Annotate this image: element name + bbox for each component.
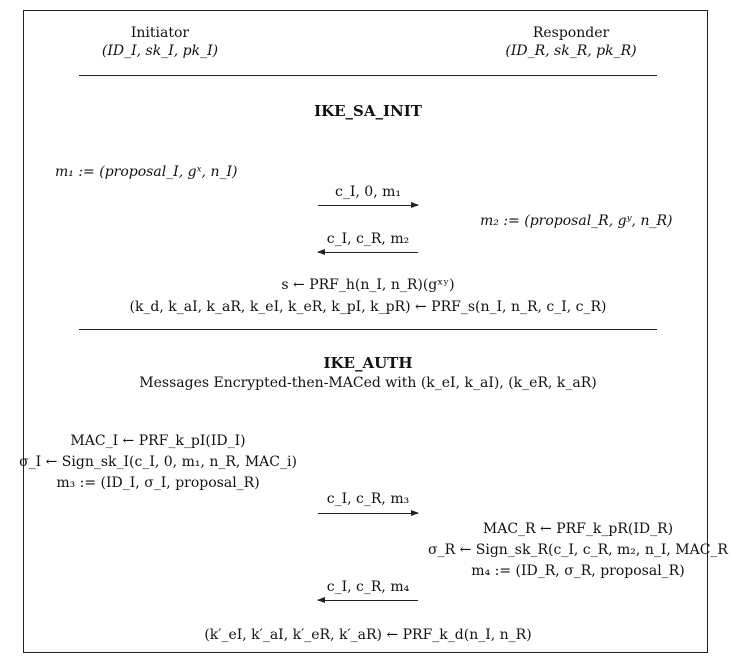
sigma-r-signature: σ_R ← Sign_sk_R(c_I, c_R, m₂, n_I, MAC_R [428,542,728,558]
m3-definition: m₃ := (ID_I, σ_I, proposal_R) [56,475,260,491]
message-1-label: c_I, 0, m₁ [335,184,401,200]
responder-title: Responder [532,25,610,41]
section-divider [79,329,657,330]
initiator-keys: (ID_I, sk_I, pk_I) [101,43,219,59]
message-2-arrow [317,249,418,255]
m4-definition: m₄ := (ID_R, σ_R, proposal_R) [471,563,685,579]
m1-definition: m₁ := (proposal_I, gˣ, n_I) [55,164,238,180]
ike-sa-init-title: IKE_SA_INIT [314,102,422,120]
protocol-diagram-frame [23,10,708,653]
m2-definition: m₂ := (proposal_R, gʸ, n_R) [480,213,673,229]
mac-i-derivation: MAC_I ← PRF_k_pI(ID_I) [70,433,246,449]
ike-auth-subtitle: Messages Encrypted-then-MACed with (k_eI… [139,375,597,391]
initiator-title: Initiator [130,25,190,41]
responder-keys: (ID_R, sk_R, pk_R) [505,43,637,59]
message-2-label: c_I, c_R, m₂ [326,231,410,247]
message-1-arrow [318,202,419,208]
s-derivation: s ← PRF_h(n_I, n_R)(gˣʸ) [281,277,455,293]
final-keys-derivation: (k′_eI, k′_aI, k′_eR, k′_aR) ← PRF_k_d(n… [204,627,532,643]
message-3-label: c_I, c_R, m₃ [326,491,410,507]
message-4-arrow [317,597,418,603]
ike-auth-title: IKE_AUTH [323,354,413,372]
header-divider [79,75,657,76]
keys-derivation: (k_d, k_aI, k_aR, k_eI, k_eR, k_pI, k_pR… [129,299,607,315]
message-4-label: c_I, c_R, m₄ [326,579,410,595]
sigma-i-signature: σ_I ← Sign_sk_I(c_I, 0, m₁, n_R, MAC_i) [19,454,297,470]
message-3-arrow [318,510,419,516]
mac-r-derivation: MAC_R ← PRF_k_pR(ID_R) [482,521,674,537]
